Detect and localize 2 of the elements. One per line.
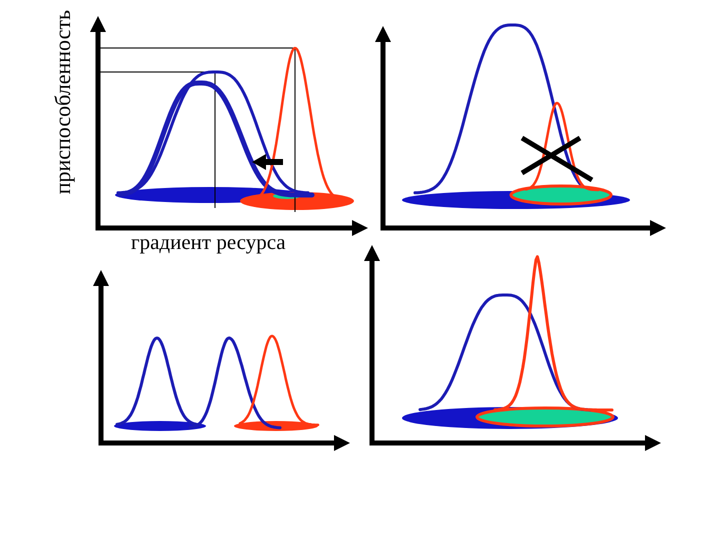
x-axis-label: градиент ресурса	[131, 232, 286, 253]
y-axis-label: приспособленность	[52, 10, 74, 194]
